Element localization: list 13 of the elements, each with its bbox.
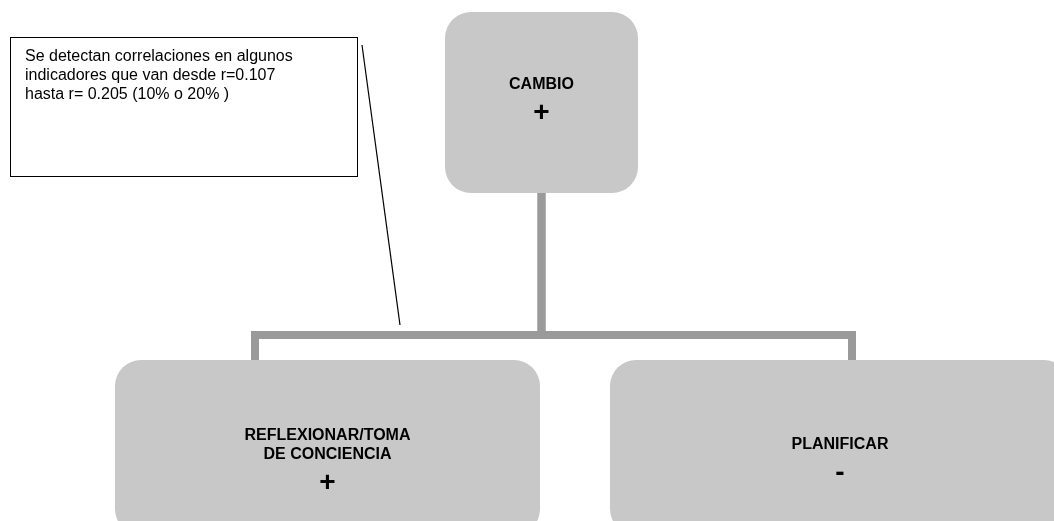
node-title: PLANIFICAR (790, 434, 890, 453)
process-box (610, 360, 1054, 521)
sign-text: - (835, 457, 845, 487)
process-box (445, 12, 638, 193)
sign-text: + (533, 97, 550, 127)
node-title: REFLEXIONAR/TOMA DE CONCIENCIA (243, 425, 412, 463)
note-text: Se detectan correlaciones en algunos indicadores que van desde r=0.107 hasta r= 0.205 (10% o 20% ) (25, 46, 294, 103)
connector-line (537, 193, 856, 360)
node-title: CAMBIO (509, 74, 574, 93)
leader-line (361, 44, 401, 326)
callout-box (10, 37, 358, 177)
sign-text: + (319, 467, 336, 497)
process-box (115, 360, 540, 521)
